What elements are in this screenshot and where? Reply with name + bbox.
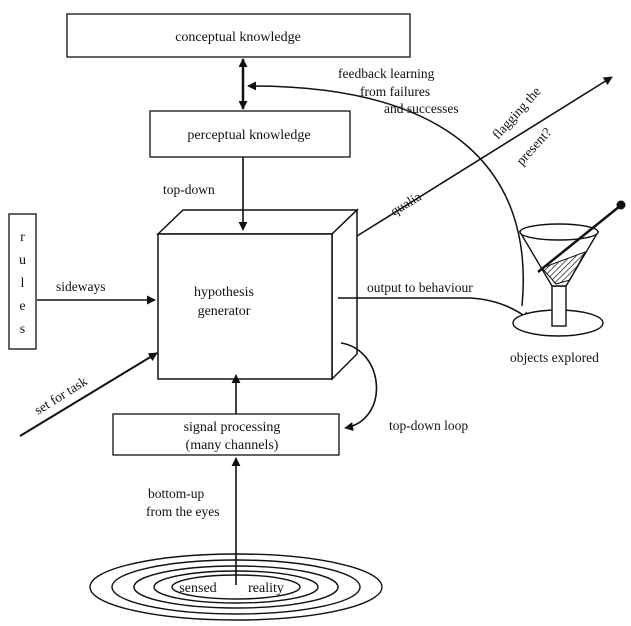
feedback-label-line1: feedback learning	[338, 66, 435, 81]
top-down-loop-label: top-down loop	[389, 418, 468, 433]
rules-letter-r: r	[20, 230, 25, 245]
hypothesis-generator-cube: hypothesis generator	[156, 208, 359, 381]
signal-processing-box: signal processing (many channels)	[112, 413, 340, 456]
bottom-up-label-line2: from the eyes	[146, 504, 219, 519]
feedback-learning-arrow	[247, 81, 524, 307]
rules-letter-e: e	[19, 299, 25, 314]
rules-letter-u: u	[19, 253, 26, 268]
signal-processing-line1: signal processing	[184, 420, 281, 435]
reality-label: reality	[248, 581, 284, 596]
feedback-label-line3: and successes	[384, 101, 459, 116]
signal-processing-line2: (many channels)	[186, 438, 279, 453]
perceptual-knowledge-box: perceptual knowledge	[149, 110, 351, 158]
cube-label-line1: hypothesis	[194, 285, 254, 300]
sensed-reality-rings	[89, 553, 383, 621]
set-for-task-arrow	[19, 352, 158, 437]
conceptual-knowledge-label: conceptual knowledge	[175, 30, 301, 45]
rules-letter-l: l	[21, 276, 25, 291]
top-down-label: top-down	[163, 182, 215, 197]
rules-box: r u l e s	[8, 213, 37, 350]
top-down-loop-arrow	[340, 342, 378, 431]
conceptual-knowledge-box: conceptual knowledge	[66, 13, 411, 58]
output-to-behaviour-arrow	[338, 297, 531, 321]
rules-letter-s: s	[20, 322, 25, 337]
output-label: output to behaviour	[367, 280, 473, 295]
cube-label-line2: generator	[198, 304, 251, 319]
feedback-label-line2: from failures	[360, 84, 430, 99]
cocktail-glass-icon	[512, 200, 626, 337]
qualia-flagging-arrow	[356, 76, 613, 237]
sideways-label: sideways	[56, 279, 106, 294]
perceptual-knowledge-label: perceptual knowledge	[187, 128, 310, 143]
qualia-label: qualia	[388, 189, 424, 219]
bottom-up-label-line1: bottom-up	[148, 486, 204, 501]
objects-explored-label: objects explored	[510, 350, 599, 365]
flagging-label-line2: present?	[513, 125, 554, 168]
sensed-label: sensed	[179, 581, 216, 596]
